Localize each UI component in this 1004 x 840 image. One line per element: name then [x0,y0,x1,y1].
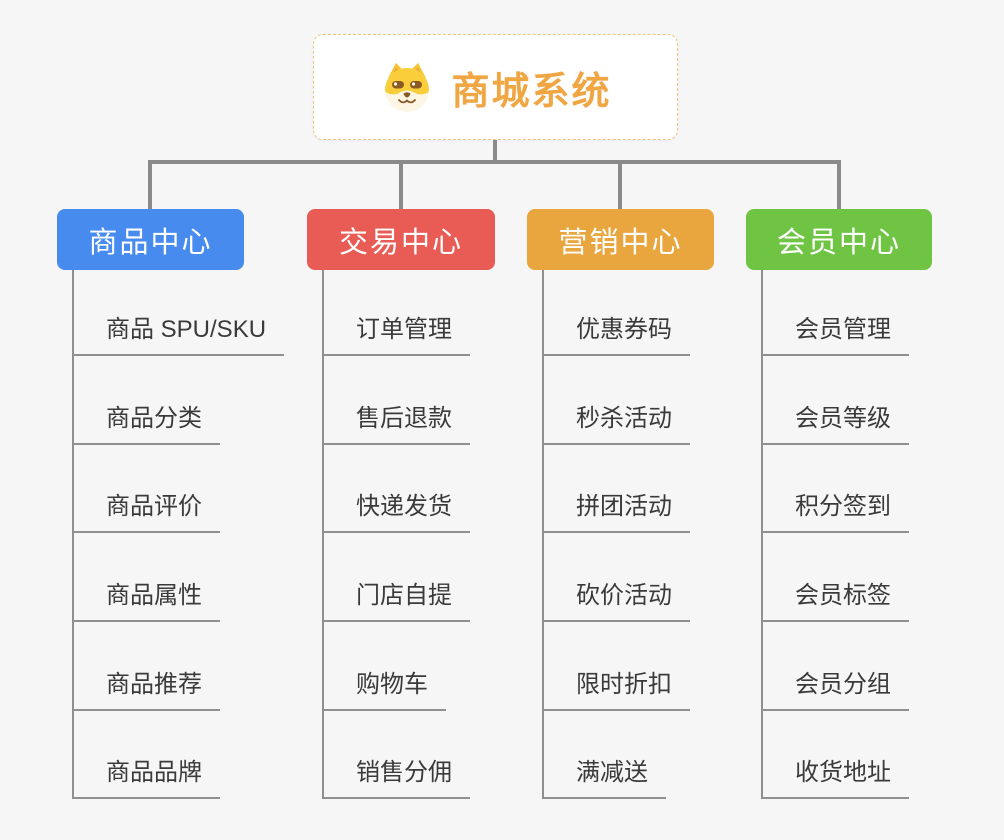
subtopic-node[interactable]: 会员分组 [761,669,909,711]
connector-trunk [761,270,763,799]
subtopic-node[interactable]: 秒杀活动 [542,403,690,445]
branch-node-member-center[interactable]: 会员中心 [746,209,932,270]
subtopic-node[interactable]: 售后退款 [322,403,470,445]
subtopic-node[interactable]: 砍价活动 [542,580,690,622]
subtopic-node[interactable]: 快递发货 [322,491,470,533]
branch-node-marketing-center[interactable]: 营销中心 [527,209,714,270]
subtopic-node[interactable]: 购物车 [322,669,446,711]
root-topic-title: 商城系统 [451,70,612,113]
subtopic-node[interactable]: 会员等级 [761,403,909,445]
subtopic-node[interactable]: 商品属性 [72,580,220,622]
connector-horizontal-rail [148,160,841,164]
subtopic-node[interactable]: 商品推荐 [72,669,220,711]
connector-branch-stub [618,164,622,209]
subtopic-node[interactable]: 积分签到 [761,491,909,533]
subtopic-node[interactable]: 限时折扣 [542,669,690,711]
dog-face-icon [385,63,430,112]
connector-trunk [542,270,544,799]
subtopic-node[interactable]: 拼团活动 [542,491,690,533]
branch-node-product-center[interactable]: 商品中心 [57,209,244,270]
subtopic-node[interactable]: 优惠券码 [542,314,690,356]
subtopic-node[interactable]: 收货地址 [761,757,909,799]
connector-branch-stub [837,164,841,209]
subtopic-node[interactable]: 会员标签 [761,580,909,622]
subtopic-node[interactable]: 销售分佣 [322,757,470,799]
subtopic-node[interactable]: 会员管理 [761,314,909,356]
connector-branch-stub [148,164,152,209]
subtopic-node[interactable]: 订单管理 [322,314,470,356]
subtopic-node[interactable]: 门店自提 [322,580,470,622]
subtopic-node[interactable]: 商品品牌 [72,757,220,799]
connector-trunk [322,270,324,799]
subtopic-node[interactable]: 满减送 [542,757,666,799]
root-topic-node[interactable]: 商城系统 [313,34,678,140]
branch-node-trade-center[interactable]: 交易中心 [307,209,495,270]
subtopic-node[interactable]: 商品 SPU/SKU [72,314,285,356]
subtopic-node[interactable]: 商品评价 [72,491,220,533]
connector-trunk [72,270,74,799]
connector-root-stub [493,140,497,164]
connector-branch-stub [399,164,403,209]
subtopic-node[interactable]: 商品分类 [72,403,220,445]
